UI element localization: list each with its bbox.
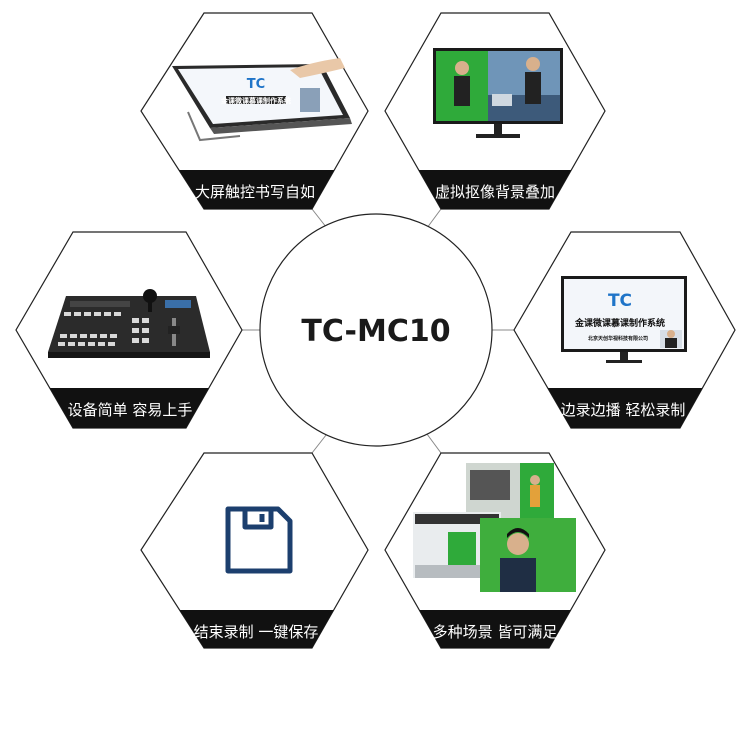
feature-hex-record-while-streaming: TC 金课微课慕课制作系统 北京天创华视科技有限公司 边录边播 轻松录制 [513, 231, 736, 429]
tablet-screen-title: 金课微课慕课制作系统 [220, 96, 291, 105]
floppy-disk-icon [225, 506, 293, 574]
feature-label: 设备简单 容易上手 [68, 401, 193, 419]
control-console-icon [48, 289, 210, 358]
feature-label: 虚拟抠像背景叠加 [435, 183, 555, 201]
feature-hex-simple-device: 设备简单 容易上手 [15, 231, 243, 429]
svg-text:TC: TC [247, 77, 265, 92]
screen-brand: TC [608, 291, 632, 311]
screen-title: 金课微课慕课制作系统 [574, 317, 665, 329]
presentation-monitor-icon: TC 金课微课慕课制作系统 北京天创华视科技有限公司 [561, 276, 687, 363]
center-node: TC-MC10 [259, 213, 493, 447]
feature-label: 多种场景 皆可满足 [433, 623, 558, 641]
screen-company: 北京天创华视科技有限公司 [588, 335, 648, 342]
center-title: TC-MC10 [301, 314, 450, 349]
feature-hex-virtual-keying: 虚拟抠像背景叠加 [384, 12, 606, 210]
feature-label: 大屏触控书写自如 [195, 183, 315, 201]
feature-hex-touch-writing: TC 大屏触控书写自如 [140, 12, 369, 210]
feature-hex-one-click-save: 结束录制 一键保存 [140, 452, 369, 649]
feature-label: 边录边播 轻松录制 [561, 401, 686, 419]
green-screen-monitor-icon [433, 48, 563, 138]
feature-hex-multiple-scenes: 多种场景 皆可满足 [384, 452, 606, 649]
studio-scenes-icon [413, 463, 576, 592]
feature-label: 结束录制 一键保存 [194, 623, 319, 641]
touch-tablet-icon: TC [172, 58, 352, 142]
